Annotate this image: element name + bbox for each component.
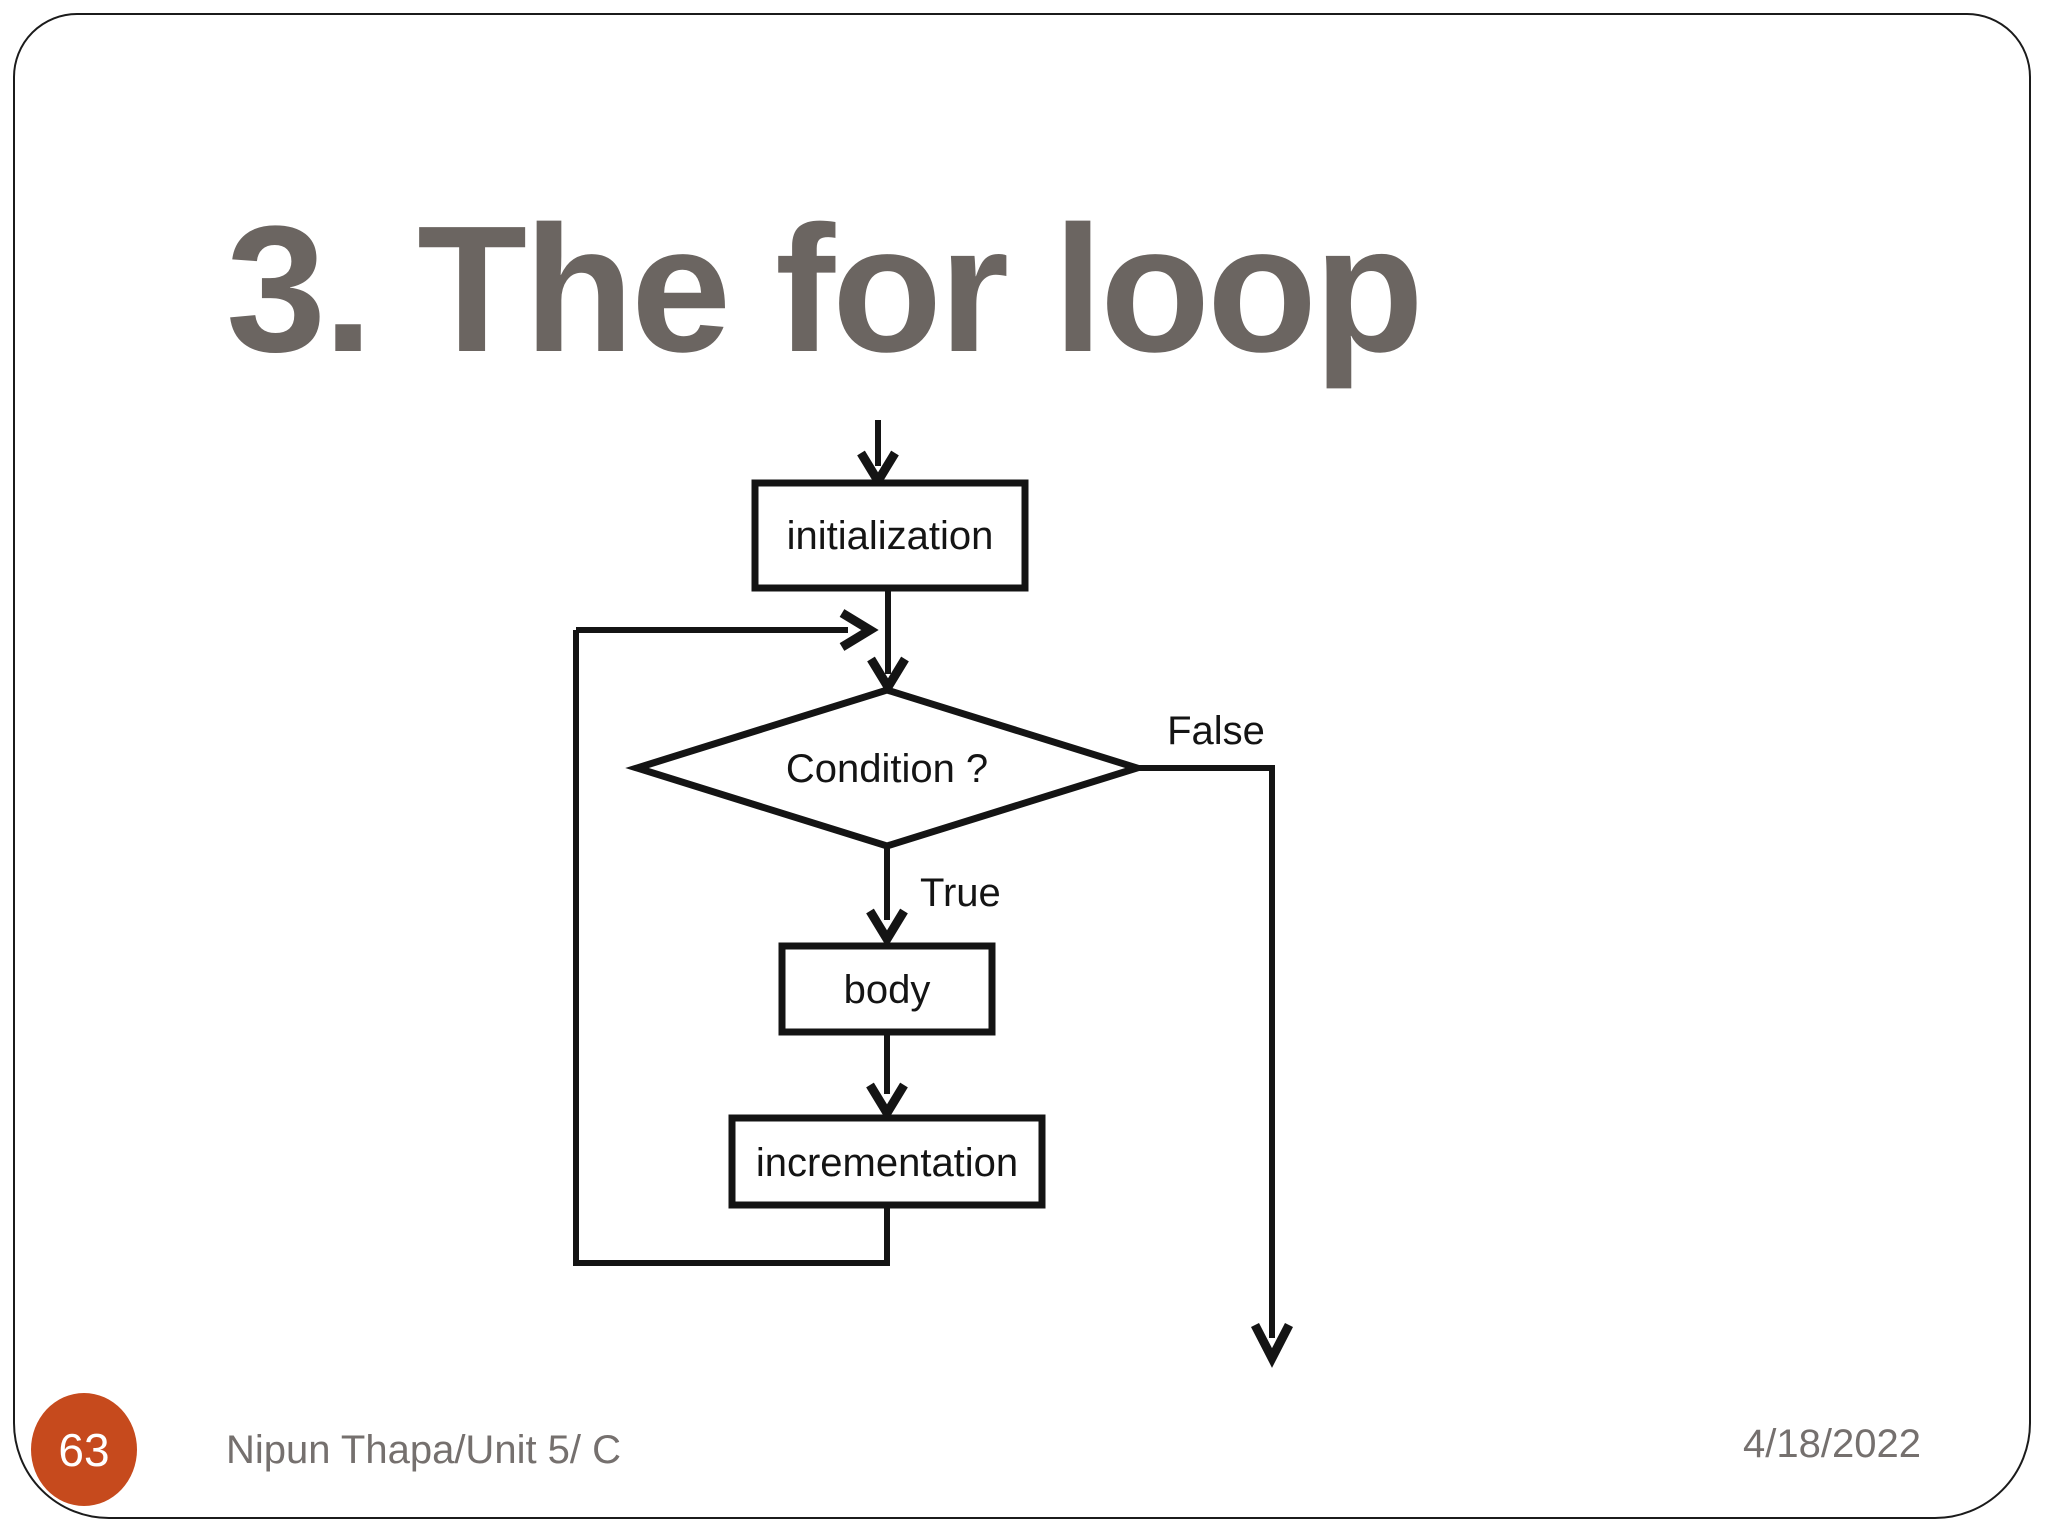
footer-credit: Nipun Thapa/Unit 5/ C xyxy=(226,1428,622,1472)
node-incrementation-label: incrementation xyxy=(756,1141,1018,1185)
footer-date: 4/18/2022 xyxy=(1743,1422,1921,1466)
node-condition-label: Condition ? xyxy=(786,747,988,791)
page-number-badge: 63 xyxy=(31,1393,137,1506)
arrowhead-down-icon xyxy=(1250,1322,1294,1368)
node-incrementation xyxy=(728,1114,1046,1209)
node-body-label: body xyxy=(844,968,931,1012)
arrowhead-down-icon xyxy=(866,908,908,948)
node-initialization xyxy=(751,479,1029,592)
arrowhead-down-icon xyxy=(866,1082,908,1122)
node-initialization-label: initialization xyxy=(787,514,994,558)
branch-label-false: False xyxy=(1167,709,1265,753)
branch-label-true: True xyxy=(920,871,1001,915)
slide-title: 3. The for loop xyxy=(226,189,1424,390)
edge-incrementation-loopback xyxy=(573,630,890,1266)
slide-border xyxy=(13,13,2031,1519)
edge-condition-false xyxy=(1137,765,1275,1338)
page-number: 63 xyxy=(58,1423,110,1476)
arrowhead-right-icon xyxy=(839,609,879,651)
